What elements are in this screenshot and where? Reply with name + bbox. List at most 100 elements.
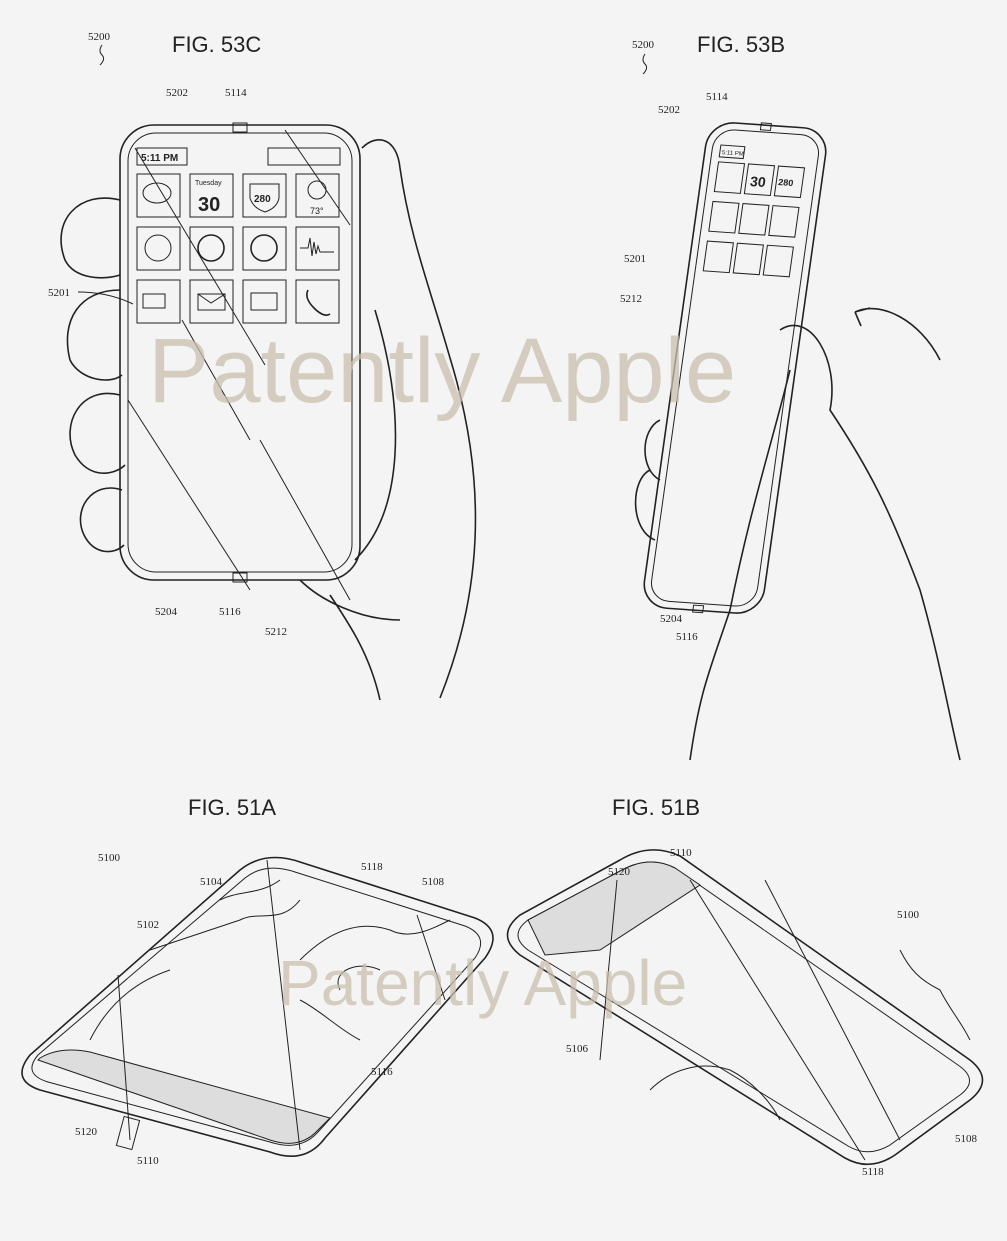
status-time-box <box>718 144 746 160</box>
app-icon-clock <box>136 226 181 271</box>
highway-shield-icon <box>249 183 280 213</box>
tilted-device: 5:11 PM 30 280 <box>643 122 827 614</box>
figure-title: FIG. 53B <box>697 32 785 57</box>
phone-handset-icon <box>306 289 331 316</box>
ref-label: 5106 <box>566 1043 589 1055</box>
video-camera-icon <box>142 293 166 309</box>
sun-icon <box>307 180 327 200</box>
calendar-date: 30 <box>749 173 767 190</box>
sensor-top-icon <box>759 122 772 132</box>
ref-label: 5102 <box>137 919 159 931</box>
ref-label: 5116 <box>676 631 698 643</box>
app-icon-app-store <box>738 203 770 236</box>
display-border <box>650 129 820 607</box>
app-icon-weather <box>295 173 340 218</box>
ref-label: 5212 <box>620 293 642 305</box>
ref-label: 5114 <box>225 87 247 99</box>
sensor-bottom-icon <box>692 604 705 614</box>
app-icon-music <box>768 205 800 238</box>
app-icon-messages <box>713 161 746 194</box>
tree-image <box>89 879 451 1041</box>
app-icon-phone <box>295 279 340 324</box>
ref-label: 5118 <box>361 861 383 873</box>
app-icon-video <box>136 279 181 324</box>
app-icon-mail <box>732 242 764 276</box>
reflection-lines <box>127 129 351 601</box>
watermark: Patently Apple <box>278 947 687 1019</box>
temperature: 73° <box>310 206 324 216</box>
figure-title: FIG. 51A <box>188 795 276 820</box>
leader-arrow <box>642 53 648 75</box>
app-icon-mail <box>189 279 234 324</box>
figure-53c: FIG. 53C 5200 5:11 PM Tuesday 30 280 73° <box>48 31 477 701</box>
reflection-lines <box>117 859 446 1151</box>
ref-label: 5118 <box>862 1166 884 1178</box>
calendar-day: Tuesday <box>195 180 222 187</box>
app-grid: Tuesday 30 280 73° <box>136 173 340 324</box>
ref-label: 5116 <box>371 1066 393 1078</box>
watermark: Patently Apple <box>148 320 736 422</box>
ref-label: 5201 <box>624 253 646 265</box>
app-icon-maps <box>773 165 806 199</box>
device-body <box>119 124 361 581</box>
figure-51a: FIG. 51A 5100 5104 5102 5118 5108 5116 5… <box>21 795 494 1167</box>
sensor-bottom-icon <box>232 572 248 583</box>
leader-line <box>77 291 134 305</box>
app-icon-app-store <box>189 226 234 271</box>
ref-label: 5120 <box>75 1126 98 1138</box>
ref-label: 5116 <box>219 606 241 618</box>
ref-label: 5110 <box>137 1155 159 1167</box>
ref-label: 5200 <box>88 31 111 43</box>
device-body <box>21 856 494 1158</box>
app-icon-calendar <box>189 173 234 218</box>
ref-label: 5114 <box>706 91 728 103</box>
music-icon <box>250 234 278 262</box>
device-body <box>643 122 827 614</box>
ref-label: 5104 <box>200 876 223 888</box>
ref-label: 5108 <box>955 1133 978 1145</box>
figure-title: FIG. 51B <box>612 795 700 820</box>
envelope-icon <box>197 293 226 311</box>
route-number: 280 <box>778 177 794 188</box>
ref-label: 5100 <box>98 852 121 864</box>
hand-outline <box>60 139 477 701</box>
route-number: 280 <box>254 194 271 205</box>
status-time: 5:11 PM <box>721 150 744 157</box>
display-border <box>31 867 482 1146</box>
app-icon-clock <box>708 200 740 234</box>
app-icon-maps <box>242 173 287 218</box>
status-time-box <box>136 147 188 166</box>
app-store-icon <box>197 234 225 262</box>
ref-label: 5204 <box>660 613 683 625</box>
band-marker <box>115 1115 141 1151</box>
camera-icon <box>250 292 278 311</box>
tree-image <box>649 949 971 1121</box>
app-icon-music <box>242 226 287 271</box>
figure-title: FIG. 53C <box>172 32 261 57</box>
ref-label: 5110 <box>670 847 692 859</box>
ref-label: 5202 <box>166 87 188 99</box>
app-icon-voice-memos <box>295 226 340 271</box>
ref-label: 5100 <box>897 909 920 921</box>
app-icon-camera <box>242 279 287 324</box>
shaded-edge-region <box>37 1049 331 1144</box>
figure-53b: FIG. 53B 5200 5:11 PM 30 280 5202 5114 5… <box>620 32 961 761</box>
app-icon-video <box>702 240 734 274</box>
ref-label: 5202 <box>658 104 680 116</box>
display-border <box>127 132 353 573</box>
clock-icon <box>144 234 172 262</box>
rotation-arrow-icon <box>854 307 941 361</box>
calendar-date: 30 <box>198 194 220 216</box>
ref-label: 5108 <box>422 876 445 888</box>
speech-bubble-icon <box>142 182 172 204</box>
ref-label: 5120 <box>608 866 631 878</box>
ref-label: 5200 <box>632 39 655 51</box>
ref-label: 5201 <box>48 287 70 299</box>
sensor-top-icon <box>232 122 248 133</box>
ref-label: 5212 <box>265 626 287 638</box>
ref-label: 5204 <box>155 606 178 618</box>
app-icon-camera <box>762 244 794 278</box>
app-icon-messages <box>136 173 181 218</box>
figure-51b: FIG. 51B 5110 5120 5100 5106 5118 5108 <box>506 795 984 1178</box>
